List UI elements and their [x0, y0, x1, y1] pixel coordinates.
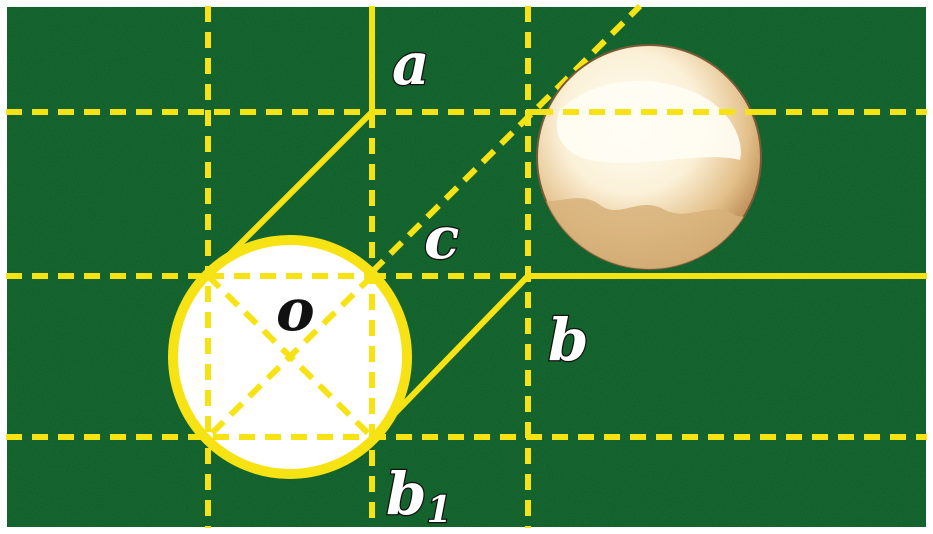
path-b [369, 273, 927, 440]
aim-line-c [369, 3, 643, 275]
ghost-cue-ball-icon [168, 235, 412, 479]
table-felt [5, 5, 928, 529]
path-a [205, 6, 375, 279]
label-b1: b1 [386, 460, 452, 531]
label-b1-base: b [386, 460, 427, 528]
label-b1-subscript: 1 [427, 489, 452, 531]
label-b: b [548, 306, 589, 374]
label-o: o [276, 276, 315, 344]
label-c: c [424, 204, 459, 272]
solid-paths [205, 6, 927, 440]
label-a: a [392, 30, 430, 98]
